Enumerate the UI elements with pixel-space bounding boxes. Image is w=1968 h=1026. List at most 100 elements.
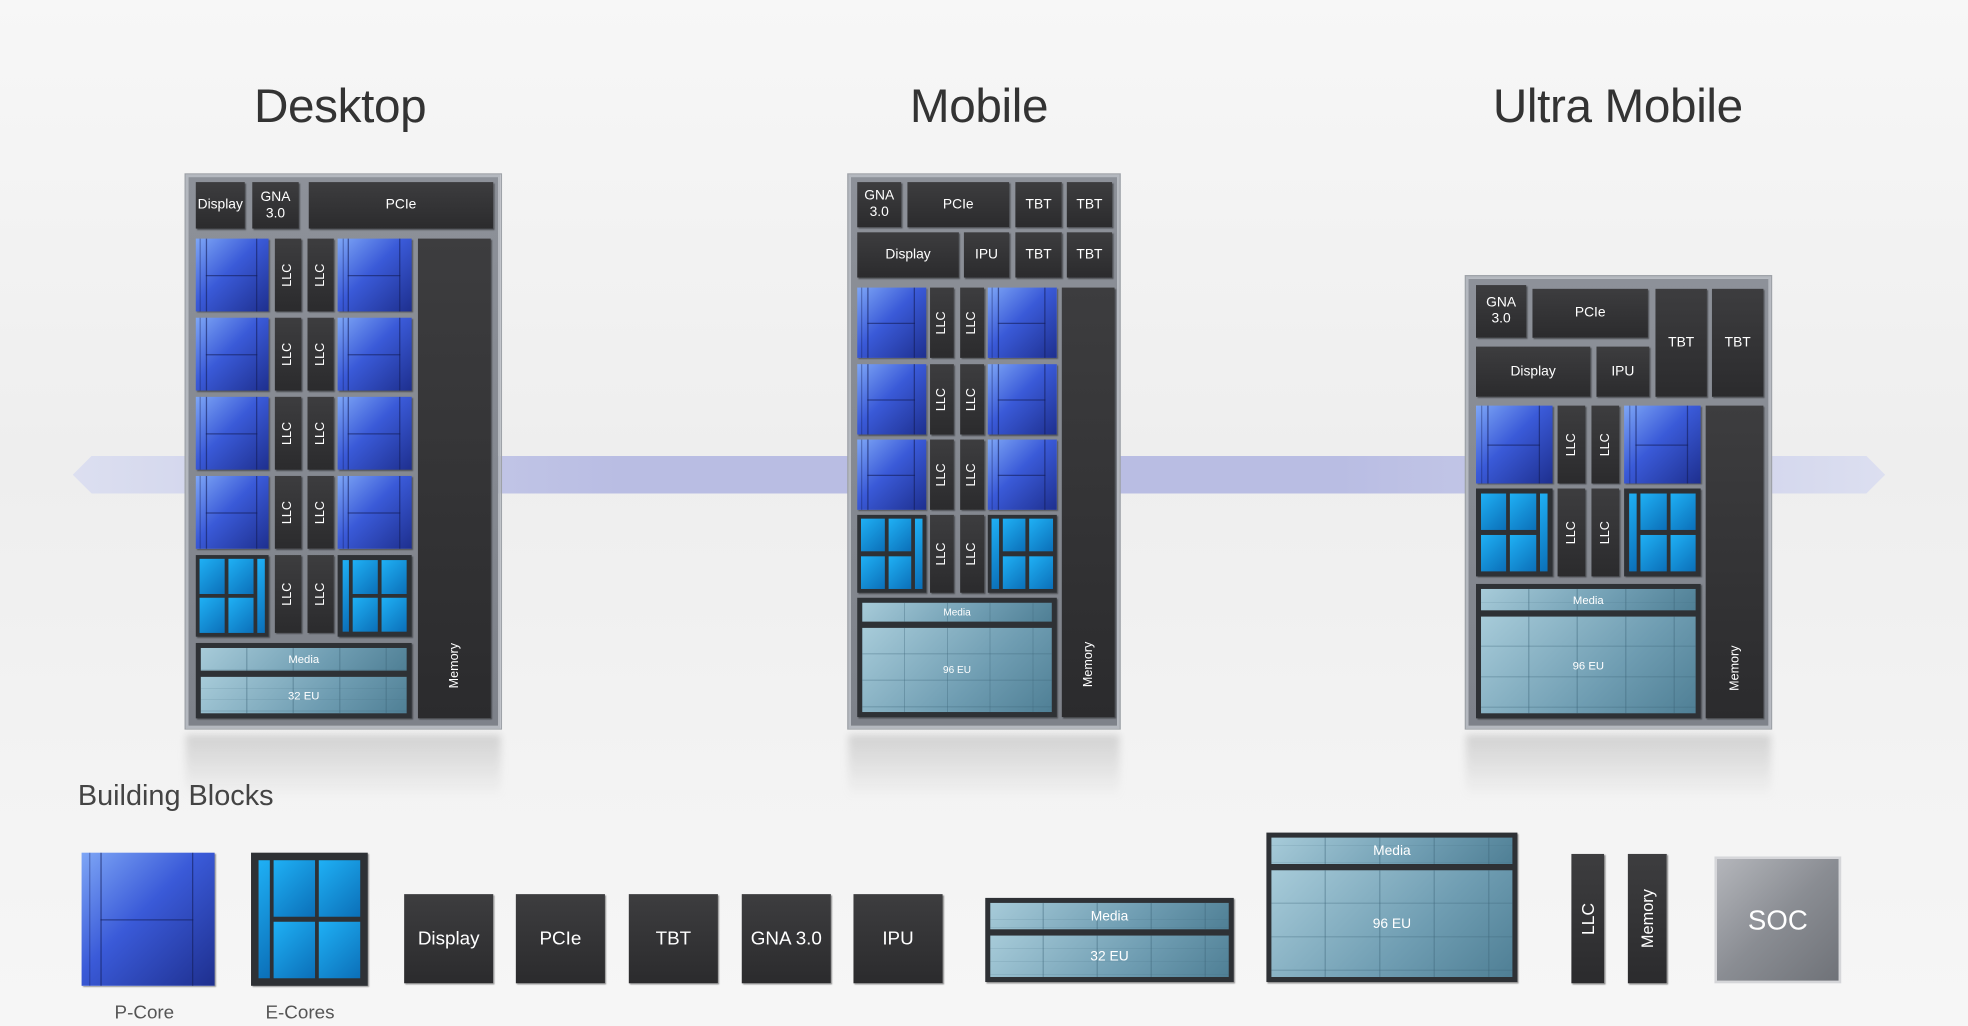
e-core xyxy=(1029,555,1053,589)
e-core xyxy=(200,559,225,594)
memory-block: Memory xyxy=(1627,853,1667,984)
e-core xyxy=(228,559,254,594)
p-core xyxy=(337,238,412,312)
e-core xyxy=(353,597,379,633)
media-label: Media xyxy=(943,606,971,618)
execution-units: 96 EU xyxy=(862,627,1052,713)
llc-block: LLC xyxy=(960,287,984,358)
e-core xyxy=(1640,534,1667,572)
gna-block: GNA 3.0 xyxy=(857,182,902,228)
llc-block: LLC xyxy=(960,364,984,435)
llc-block: LLC xyxy=(274,475,302,549)
p-core xyxy=(857,364,927,435)
e-core xyxy=(228,597,254,633)
tbt-block: TBT xyxy=(1655,288,1707,397)
llc-block: LLC xyxy=(274,555,302,633)
pcie-block: PCIe xyxy=(515,894,605,984)
tbt-block: TBT xyxy=(1015,182,1062,228)
media-engine: Media xyxy=(1271,837,1513,864)
eu-label: 96 EU xyxy=(1372,916,1412,932)
llc-block: LLC xyxy=(960,439,984,510)
e-core xyxy=(1510,493,1537,531)
p-core xyxy=(987,439,1057,510)
graphics-block: Media 96 EU xyxy=(1266,832,1518,983)
p-core xyxy=(987,364,1057,435)
llc-block: LLC xyxy=(307,317,334,391)
ipu-label: IPU xyxy=(1611,363,1635,379)
e-core xyxy=(1669,493,1697,531)
llc-block: LLC xyxy=(1591,488,1620,577)
graphics-block: Media 96 EU xyxy=(1475,583,1701,719)
p-core xyxy=(195,317,269,391)
e-core-cluster xyxy=(1475,488,1553,577)
title-desktop: Desktop xyxy=(253,80,427,134)
e-core-bar xyxy=(342,559,350,633)
tbt-label: TBT xyxy=(1076,246,1103,262)
media-label: Media xyxy=(1373,843,1411,859)
ipu-block: IPU xyxy=(853,894,943,984)
gna-label: GNA 3.0 xyxy=(864,188,895,220)
building-blocks-heading: Building Blocks xyxy=(77,778,274,812)
tbt-label: TBT xyxy=(655,928,692,950)
e-core xyxy=(1029,519,1053,552)
gna-label: GNA 3.0 xyxy=(750,928,822,950)
pcie-block: PCIe xyxy=(907,182,1010,228)
p-core xyxy=(987,287,1057,358)
e-core xyxy=(273,921,316,979)
e-core-bar xyxy=(1540,493,1548,572)
ipu-block: IPU xyxy=(963,232,1010,278)
p-core-block xyxy=(81,852,215,986)
llc-block: LLC xyxy=(307,396,334,470)
eu-label: 96 EU xyxy=(943,664,971,676)
pcie-block: PCIe xyxy=(1532,288,1648,338)
pcie-label: PCIe xyxy=(539,928,582,950)
llc-block: LLC xyxy=(307,555,334,633)
display-label: Display xyxy=(417,928,480,950)
tbt-label: TBT xyxy=(1668,334,1695,350)
e-core xyxy=(382,597,408,633)
display-block: Display xyxy=(404,894,494,984)
e-core-cluster xyxy=(195,555,269,637)
p-core xyxy=(195,238,269,312)
tbt-block: TBT xyxy=(1066,182,1113,228)
gna-label: GNA 3.0 xyxy=(1486,295,1517,327)
llc-block: LLC xyxy=(274,317,302,391)
media-label: Media xyxy=(1572,593,1604,606)
graphics-block: Media 96 EU xyxy=(857,597,1057,718)
llc-block: LLC xyxy=(930,287,954,358)
mobile-reflection xyxy=(848,734,1120,798)
e-core xyxy=(861,555,885,589)
e-core-cluster xyxy=(1624,488,1701,577)
p-core-label: P-Core xyxy=(114,1002,175,1024)
pcie-label: PCIe xyxy=(385,197,417,213)
tbt-block: TBT xyxy=(1015,232,1062,278)
execution-units: 96 EU xyxy=(1271,870,1513,978)
execution-units: 32 EU xyxy=(200,676,407,714)
eu-label: 96 EU xyxy=(1572,658,1605,672)
gna-block: GNA 3.0 xyxy=(1475,285,1527,338)
tbt-block: TBT xyxy=(628,894,718,984)
e-core-bar xyxy=(1628,493,1637,572)
pcie-block: PCIe xyxy=(308,182,494,229)
ipu-block: IPU xyxy=(1596,346,1650,397)
gna-block: GNA 3.0 xyxy=(741,894,831,984)
llc-block: LLC xyxy=(930,514,954,593)
p-core xyxy=(337,317,412,391)
e-cores-block xyxy=(251,852,368,986)
tbt-block: TBT xyxy=(1066,232,1113,278)
memory-block: Memory xyxy=(1705,405,1764,719)
e-core-cluster xyxy=(987,514,1057,593)
llc-block: LLC xyxy=(274,238,302,312)
e-core xyxy=(318,859,361,918)
e-core xyxy=(861,519,885,552)
media-engine: Media xyxy=(862,602,1052,622)
ipu-label: IPU xyxy=(882,928,914,950)
e-core-cluster xyxy=(857,514,927,593)
llc-block: LLC xyxy=(1557,405,1586,484)
tbt-block: TBT xyxy=(1711,288,1764,397)
gna-label: GNA 3.0 xyxy=(260,188,291,221)
